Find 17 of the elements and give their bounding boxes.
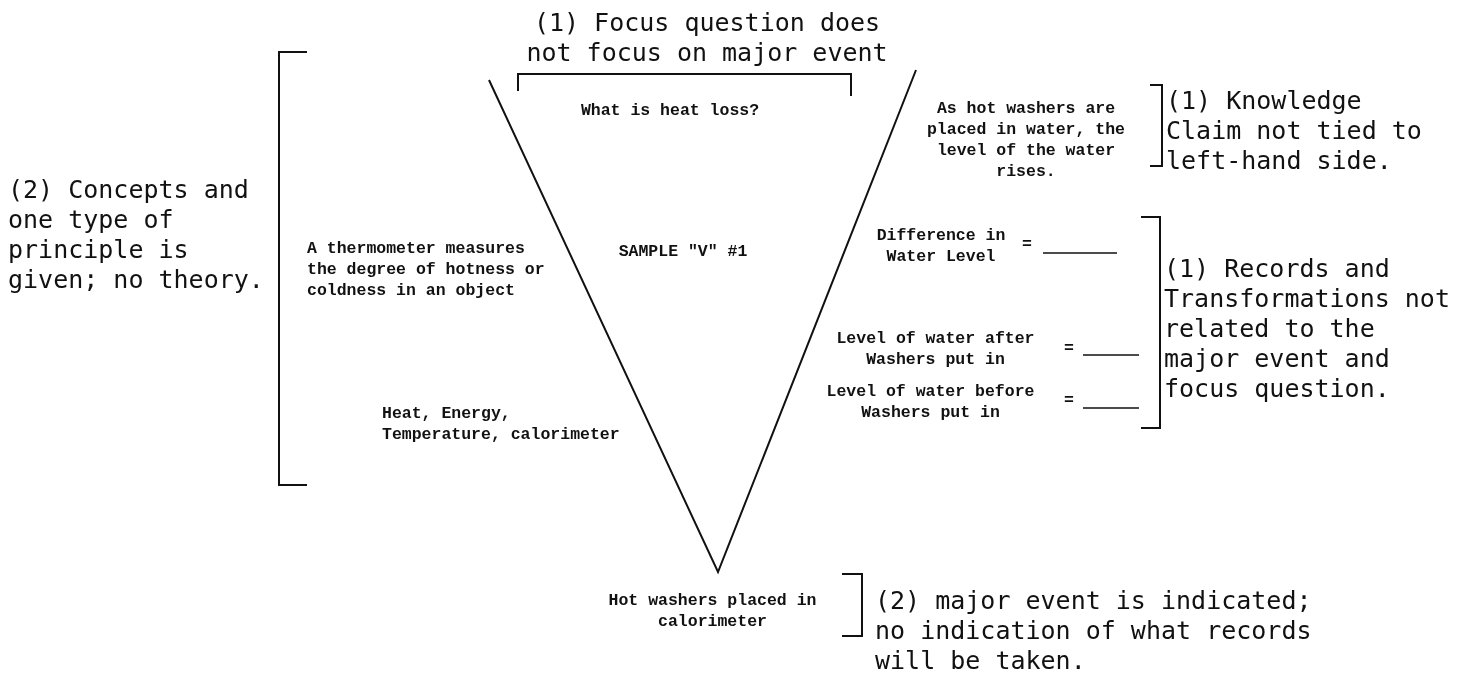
record-text: Difference in Water Level xyxy=(875,225,1007,267)
comment-text: (1) Knowledge Claim not tied to left-hand side. xyxy=(1166,86,1423,176)
event-text: Hot washers placed in calorimeter xyxy=(607,590,818,632)
equals-sign: = xyxy=(1064,338,1075,359)
principle-text: A thermometer measures the degree of hotness or coldness in an object xyxy=(307,238,546,301)
comment-text: (2) Concepts and one type of principle is given; no theory. xyxy=(8,175,265,295)
comment-text: (2) major event is indicated; no indication of what records will be taken. xyxy=(875,586,1313,676)
v-title: SAMPLE "V" #1 xyxy=(617,241,749,262)
concept-list: Heat, Energy, Temperature, calorimeter xyxy=(382,403,622,445)
record-text: Level of water after Washers put in xyxy=(835,328,1036,370)
comment-text: (1) Focus question does not focus on major event xyxy=(525,8,889,68)
equals-sign: = xyxy=(1022,234,1033,255)
knowledge-claim: As hot washers are placed in water, the level of the water rises. xyxy=(925,98,1126,182)
record-text: Level of water before Washers put in xyxy=(825,381,1036,423)
equals-sign: = xyxy=(1064,390,1075,411)
comment-text: (1) Records and Transformations not related to the major event and focus question. xyxy=(1164,254,1451,404)
focus-question: What is heat loss? xyxy=(579,100,761,121)
